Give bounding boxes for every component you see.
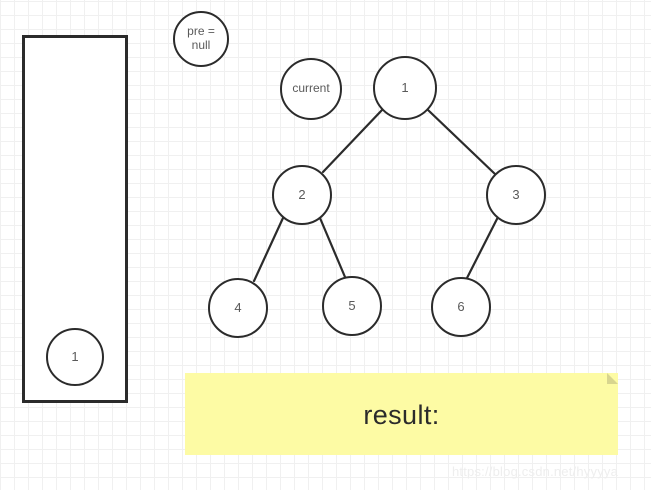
stack-item-label: 1 <box>71 348 79 364</box>
result-label: result: <box>363 399 440 430</box>
sticky-fold-corner <box>607 373 618 384</box>
tree-node-5[interactable]: 5 <box>322 276 382 336</box>
pre-pointer-label: pre = null <box>187 24 215 52</box>
edge-2-4 <box>252 216 285 283</box>
tree-node-6[interactable]: 6 <box>431 277 491 337</box>
tree-node-label: 6 <box>457 298 465 314</box>
edge-1-2 <box>321 108 384 174</box>
tree-node-label: 1 <box>401 79 409 95</box>
watermark-text: https://blog.csdn.net/hyyyya <box>452 464 619 479</box>
edge-1-3 <box>426 108 497 176</box>
tree-node-label: 5 <box>348 297 356 313</box>
pre-pointer-node[interactable]: pre = null <box>173 11 229 67</box>
tree-node-label: 4 <box>234 299 242 315</box>
tree-node-3[interactable]: 3 <box>486 165 546 225</box>
current-pointer-node[interactable]: current <box>280 58 342 120</box>
current-pointer-label: current <box>292 81 330 96</box>
result-sticky-note[interactable]: result: <box>185 373 618 455</box>
tree-node-label: 2 <box>298 186 306 202</box>
edge-2-5 <box>318 216 347 279</box>
stack-item-1[interactable]: 1 <box>46 328 104 386</box>
tree-node-label: 3 <box>512 186 520 202</box>
tree-node-2[interactable]: 2 <box>272 165 332 225</box>
tree-node-4[interactable]: 4 <box>208 278 268 338</box>
tree-node-1[interactable]: 1 <box>373 56 437 120</box>
edge-3-6 <box>465 215 500 280</box>
